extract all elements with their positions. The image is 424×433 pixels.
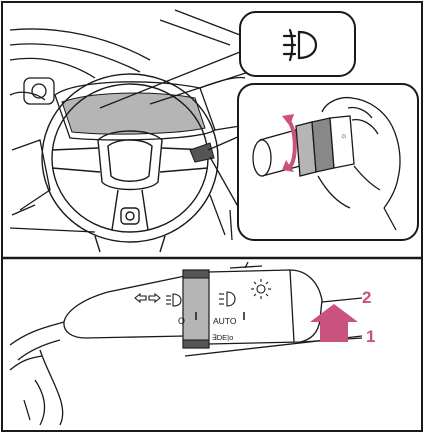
step-number-2: 2	[362, 288, 371, 307]
svg-text:☼: ☼	[340, 131, 347, 140]
label-zero: O	[178, 316, 185, 326]
step-number-1: 1	[366, 327, 375, 346]
label-auto: AUTO	[213, 316, 237, 326]
label-drl-off: ∃DE|o	[212, 333, 233, 342]
fog-light-switch-ring	[183, 270, 209, 348]
fog-light-indicator-balloon	[240, 12, 355, 76]
